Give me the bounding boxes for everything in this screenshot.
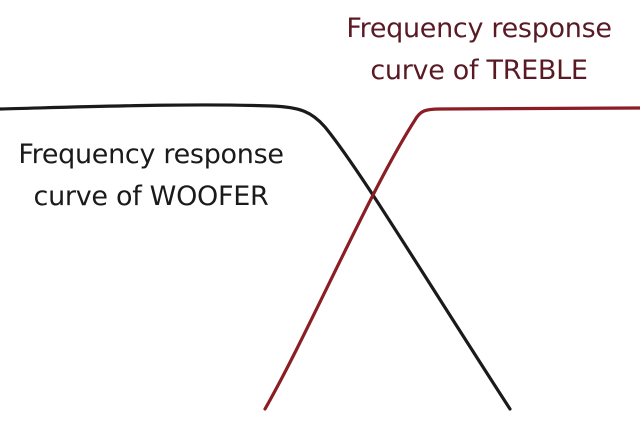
treble-label-line-2: curve of TREBLE	[370, 55, 588, 86]
woofer-label-line-1: Frequency response	[18, 139, 284, 170]
treble-response-curve	[263, 106, 640, 411]
woofer-label-line-2: curve of WOOFER	[33, 181, 269, 212]
treble-curve-label: Frequency response curve of TREBLE	[338, 8, 620, 92]
woofer-curve-label: Frequency response curve of WOOFER	[8, 134, 294, 218]
treble-label-line-1: Frequency response	[346, 13, 612, 44]
woofer-response-curve	[0, 103, 512, 411]
